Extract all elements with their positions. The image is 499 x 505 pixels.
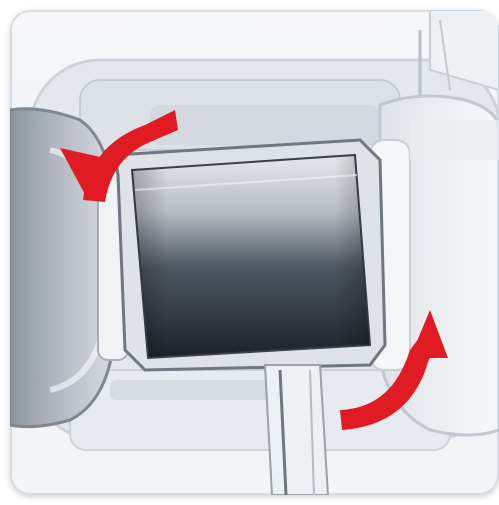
drum xyxy=(132,155,370,358)
illustration-tile xyxy=(10,10,499,495)
spout xyxy=(265,365,328,495)
right-housing-lobe xyxy=(370,96,499,435)
appliance-illustration xyxy=(10,10,499,495)
